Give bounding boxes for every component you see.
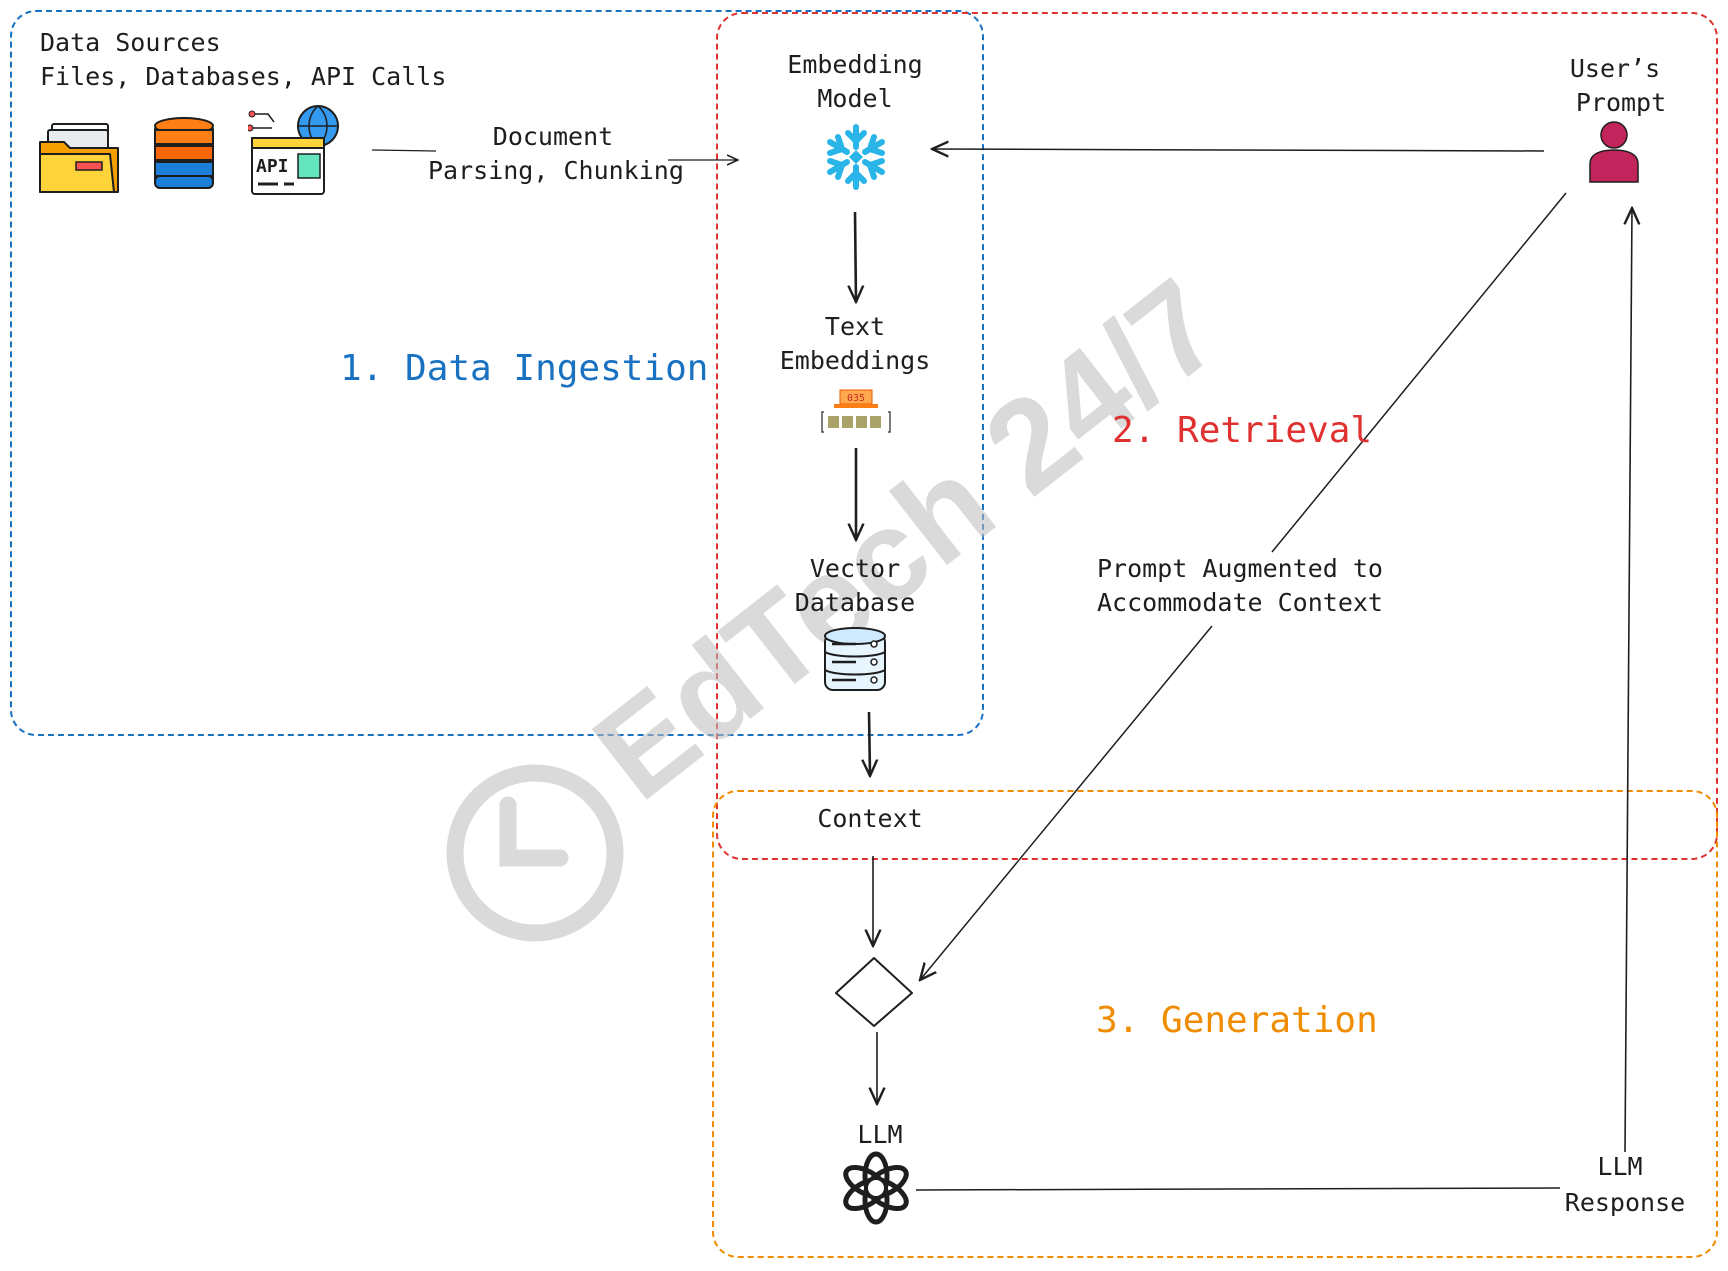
folder-icon xyxy=(39,123,119,193)
text-embeddings-label-line2: Embeddings xyxy=(779,346,931,375)
database-stack-icon xyxy=(154,117,214,189)
document-parsing-label-line2: Parsing, Chunking xyxy=(428,156,684,185)
prompt-augment-line-upper xyxy=(1271,192,1567,553)
prompt-augment-arrow-lower xyxy=(920,625,1213,980)
generation-region xyxy=(712,790,1718,1258)
section-ingestion-title: 1. Data Ingestion xyxy=(340,348,709,389)
vector-db-label-line1: Vector xyxy=(809,554,901,583)
document-parsing-arrow xyxy=(371,149,738,160)
prompt-to-embedding-arrow xyxy=(932,149,1545,151)
embedding-to-text-arrow xyxy=(855,211,856,302)
text-embeddings-label-line1: Text xyxy=(824,312,886,341)
prompt-augmented-label-line1: Prompt Augmented to xyxy=(1097,554,1383,583)
llm-response-line xyxy=(915,1187,1561,1191)
document-parsing-label-line1: Document xyxy=(492,122,614,151)
vector-db-label-line2: Database xyxy=(794,588,916,617)
ingestion-region xyxy=(10,10,984,736)
embedding-model-label-line1: Embedding xyxy=(787,50,923,79)
users-prompt-label-line1: User’s xyxy=(1569,54,1661,83)
users-prompt-label-line2: Prompt xyxy=(1575,88,1667,117)
snowflake-icon xyxy=(827,124,885,190)
prompt-augmented-label-line2: Accommodate Context xyxy=(1097,588,1383,617)
llm-response-label-line2: Response xyxy=(1564,1188,1686,1217)
data-sources-subtitle: Files, Databases, API Calls xyxy=(40,62,447,91)
section-retrieval-title: 2. Retrieval xyxy=(1112,410,1373,451)
data-sources-title: Data Sources xyxy=(40,28,221,57)
llm-response-label-line1: LLM xyxy=(1597,1152,1643,1181)
database-icon xyxy=(824,627,886,691)
response-to-prompt-arrow xyxy=(1625,208,1632,1153)
openai-icon xyxy=(843,1151,909,1225)
clock-icon xyxy=(446,764,624,942)
retrieval-region xyxy=(716,12,1718,860)
llm-label: LLM xyxy=(857,1120,903,1149)
embedding-vector-icon: 035 xyxy=(821,389,891,433)
context-label: Context xyxy=(817,804,923,833)
api-text: API xyxy=(256,156,289,177)
join-diamond xyxy=(835,957,913,1027)
user-icon xyxy=(1589,121,1639,183)
embedding-model-label-line2: Model xyxy=(817,84,893,113)
section-generation-title: 3. Generation xyxy=(1096,1000,1378,1041)
vector-to-context-arrow xyxy=(869,711,870,776)
embedding-badge-text: 035 xyxy=(847,393,865,404)
api-icon: API xyxy=(248,105,339,195)
